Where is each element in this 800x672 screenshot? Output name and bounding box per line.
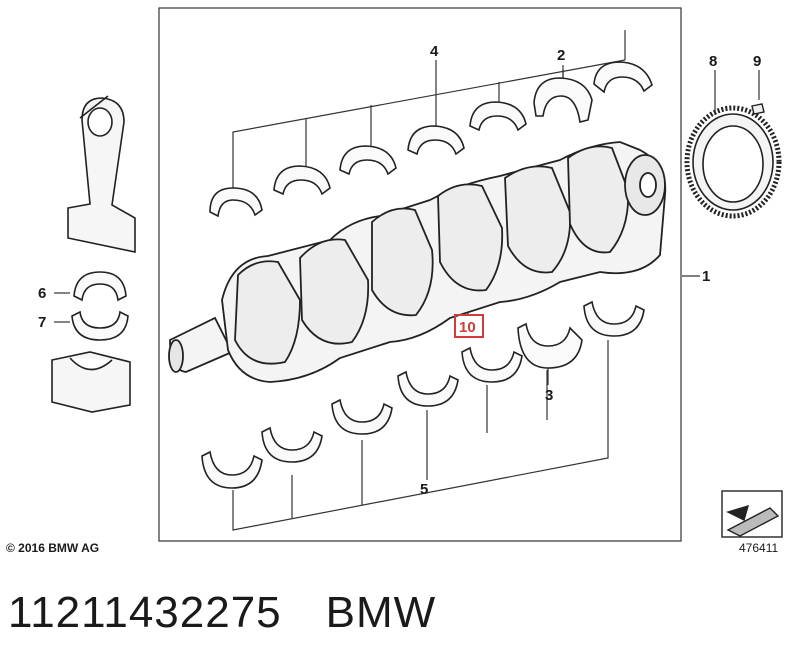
lower-bearing-bracket [232,340,609,531]
crankshaft [168,141,667,383]
bolt [751,103,765,115]
counterweight [299,238,370,345]
rod-cap [51,351,131,413]
counterweight [504,165,572,274]
callout-7: 7 [38,314,46,331]
view-direction-icon [721,490,783,538]
callout-2: 2 [557,47,565,64]
lower-bearing-shells [201,300,645,489]
rod-bearing-upper [73,271,127,302]
counterweight [567,145,630,254]
upper-bearing-bracket [232,30,626,192]
upper-bearing-shells [209,61,653,218]
bearing-shell [261,426,323,463]
bearing-shell [461,346,523,383]
brand-name: BMW [325,588,437,637]
caption: 11211432275 BMW [8,588,480,638]
bearing-shell-thrust [517,322,583,369]
highlight-box [454,314,484,338]
rod-bearing-lower [71,310,129,341]
callout-10: 10 [459,319,476,336]
callout-8: 8 [709,53,717,70]
callout-5: 5 [420,481,428,498]
counterweight [371,207,434,317]
callout-6: 6 [38,285,46,302]
diagram-frame [158,7,682,542]
bearing-shell [209,187,263,218]
bearing-shell [583,300,645,337]
callout-3: 3 [545,387,553,404]
counterweight [234,260,301,365]
copyright-text: © 2016 BMW AG [6,541,100,555]
bearing-shell [273,165,331,196]
bearing-shell [469,101,527,132]
bearing-shell [201,450,263,489]
callout-1: 1 [702,268,710,285]
bearing-shell-thrust [533,77,593,123]
callout-9: 9 [753,53,761,70]
diagram-reference-number: 476411 [739,541,779,555]
connecting-rod [67,95,136,253]
bearing-shell [407,125,465,156]
bearing-shell [339,145,397,176]
bearing-shell [331,398,393,435]
rod-bearing-shells [71,271,129,341]
bearing-shell [593,61,653,94]
bearing-shell [397,370,459,407]
counterweight [437,183,504,292]
reluctor-ring [684,105,782,219]
part-number: 11211432275 [8,588,282,637]
callout-4: 4 [430,43,439,60]
